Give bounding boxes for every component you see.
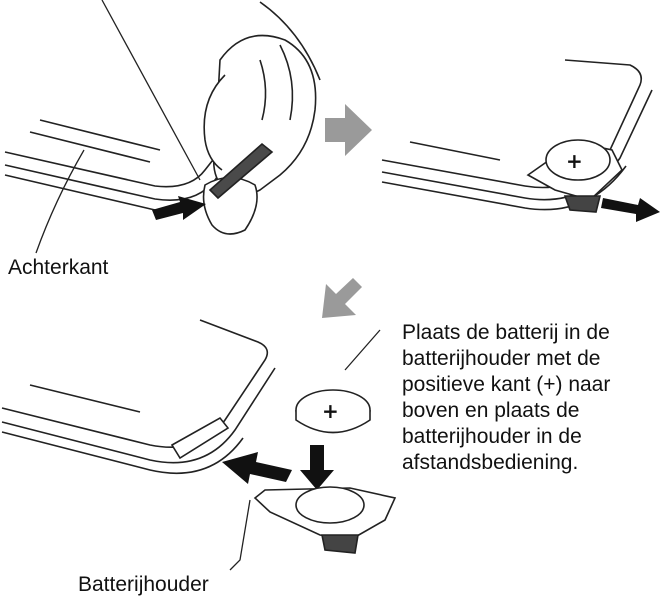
instruction-text: Plaats de batterij in de batterijhouder … (402, 320, 610, 476)
battery-holder-label: Batterijhouder (78, 573, 209, 596)
battery-plus-sign: + (322, 399, 339, 423)
down-arrow-icon (300, 445, 334, 490)
step-arrow-down-left-icon (322, 278, 362, 318)
holder-plus-sign-1: + (566, 149, 583, 173)
coin-battery (295, 329, 381, 434)
instruction-line: positieve kant (+) naar (402, 373, 611, 396)
hand-illustration (202, 34, 317, 235)
remote-back-panel-3 (1, 319, 276, 474)
step-arrow-right-icon (325, 104, 372, 156)
leader-line-back (35, 0, 201, 254)
push-arrow-icon (152, 196, 206, 220)
instruction-line: batterijhouder in de (402, 425, 582, 448)
remote-back-panel-2 (381, 59, 653, 211)
insert-arrow-icon (222, 452, 292, 484)
battery-holder-out (526, 139, 623, 213)
instruction-line: batterijhouder met de (402, 347, 601, 370)
instruction-line: Plaats de batterij in de (402, 321, 610, 344)
back-side-label: Achterkant (8, 256, 109, 279)
instruction-line: afstandsbediening. (402, 451, 579, 474)
instruction-line: boven en plaats de (402, 399, 580, 422)
battery-holder-in (229, 486, 397, 571)
pull-arrow-icon (601, 198, 660, 222)
